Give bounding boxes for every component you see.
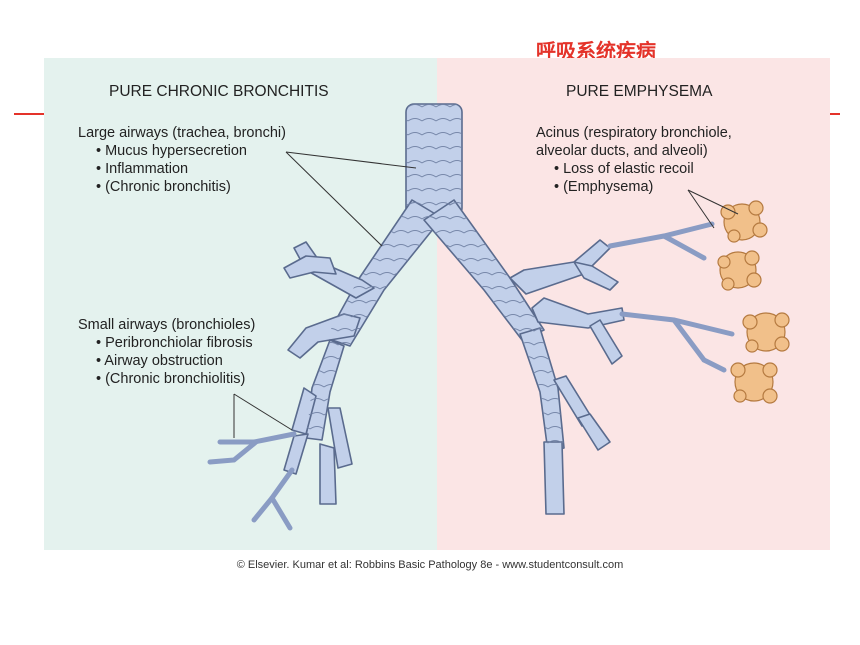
leader-lines [233, 151, 739, 438]
title-rule-left [14, 113, 46, 115]
left-bronchioles [207, 431, 297, 531]
small-airways-item: • Airway obstruction [96, 353, 223, 369]
right-terminal [543, 441, 565, 515]
right-upper-branch [509, 239, 611, 295]
acinus-title: Acinus (respiratory bronchiole, [536, 125, 732, 141]
large-airways-item: • Inflammation [96, 161, 189, 177]
slide-title: 呼吸系统疾病 [536, 41, 656, 60]
airway-figure: PURE CHRONIC BRONCHITIS Large airways (t… [44, 58, 830, 550]
alveoli-cluster-2 [717, 250, 762, 291]
alveoli-clusters [717, 200, 790, 404]
right-mid-sub [589, 319, 623, 365]
cartilage-rings [306, 104, 564, 452]
left-upper-sub [283, 255, 337, 279]
right-bronchioles [607, 221, 735, 373]
small-airways-item: • Peribronchiolar fibrosis [96, 335, 253, 351]
left-terminal-b [283, 433, 309, 475]
emphysema-heading: PURE EMPHYSEMA [566, 83, 713, 100]
right-mid-branch [531, 297, 625, 329]
right-upper-sub [573, 261, 619, 291]
large-airways-item: • (Chronic bronchitis) [96, 179, 231, 195]
large-airways-item: • Mucus hypersecretion [96, 143, 247, 159]
acinus-item: • Loss of elastic recoil [554, 161, 694, 177]
image-credit: © Elsevier. Kumar et al: Robbins Basic P… [236, 559, 624, 571]
airway-tree-illustration [207, 103, 790, 531]
acinus-title-continued: alveolar ducts, and alveoli) [536, 143, 708, 159]
chronic-bronchitis-heading: PURE CHRONIC BRONCHITIS [109, 83, 329, 100]
title-rule-right [828, 113, 840, 115]
acinus-item: • (Emphysema) [554, 179, 654, 195]
large-airways-title: Large airways (trachea, bronchi) [78, 125, 286, 141]
small-airways-item: • (Chronic bronchiolitis) [96, 371, 246, 387]
right-terminal-b [577, 413, 611, 451]
left-terminal [319, 443, 337, 505]
alveoli-cluster-3 [742, 312, 790, 353]
small-airways-title: Small airways (bronchioles) [78, 317, 256, 333]
alveoli-cluster-1 [720, 200, 768, 243]
alveoli-cluster-4 [730, 362, 778, 404]
